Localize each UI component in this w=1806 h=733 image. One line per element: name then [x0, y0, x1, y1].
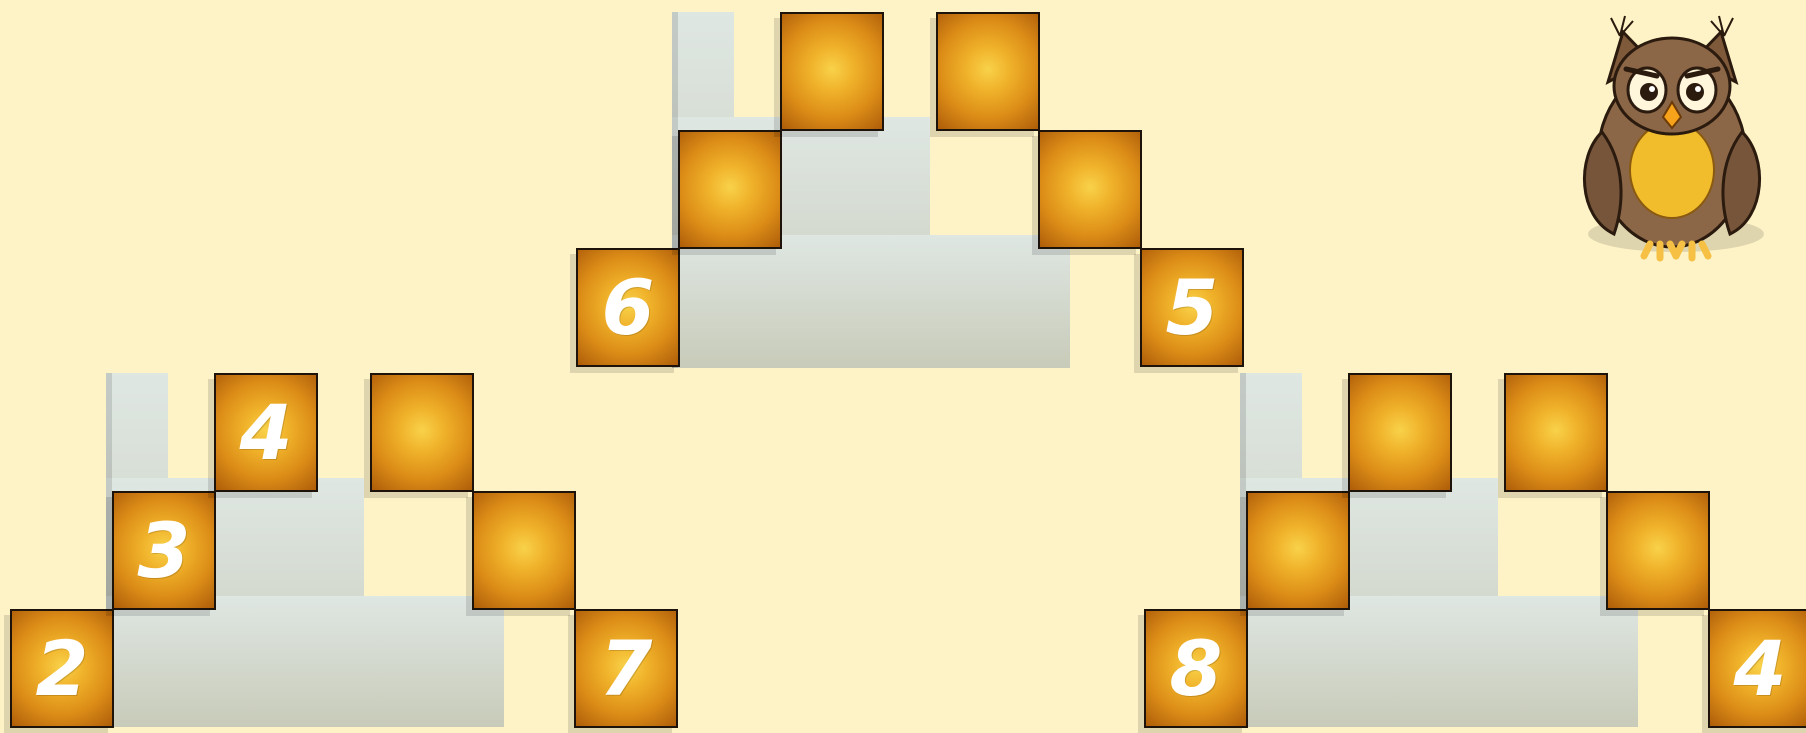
step-number: 8 — [1170, 631, 1223, 707]
right-right-step-1[interactable]: 4 — [1708, 609, 1806, 728]
staircase-top: 6 5 — [576, 12, 1246, 372]
top-right-step-2[interactable] — [1038, 130, 1142, 249]
top-left-step-2[interactable] — [678, 130, 782, 249]
right-right-step-2[interactable] — [1606, 491, 1710, 610]
owl-icon — [1568, 12, 1778, 267]
step-number: 3 — [138, 513, 191, 589]
step-number: 5 — [1166, 270, 1219, 346]
top-left-step-1[interactable]: 6 — [576, 248, 680, 367]
right-left-step-1[interactable]: 8 — [1144, 609, 1248, 728]
step-number: 4 — [1734, 631, 1787, 707]
left-left-step-3[interactable]: 4 — [214, 373, 318, 492]
left-right-step-3[interactable] — [370, 373, 474, 492]
staircase-right: 8 4 — [1144, 373, 1806, 733]
staircase-left: 2 3 4 7 — [10, 373, 680, 733]
top-right-step-3[interactable] — [936, 12, 1040, 131]
right-left-step-2[interactable] — [1246, 491, 1350, 610]
right-right-step-3[interactable] — [1504, 373, 1608, 492]
left-left-step-2[interactable]: 3 — [112, 491, 216, 610]
staircase-base — [106, 596, 504, 727]
left-left-step-1[interactable]: 2 — [10, 609, 114, 728]
left-right-step-1[interactable]: 7 — [574, 609, 678, 728]
left-right-step-2[interactable] — [472, 491, 576, 610]
staircase-base — [1240, 596, 1638, 727]
top-left-step-3[interactable] — [780, 12, 884, 131]
step-number: 4 — [240, 395, 293, 471]
step-number: 2 — [36, 631, 89, 707]
step-number: 6 — [602, 270, 655, 346]
staircase-base — [672, 235, 1070, 368]
top-right-step-1[interactable]: 5 — [1140, 248, 1244, 367]
right-left-step-3[interactable] — [1348, 373, 1452, 492]
step-number: 7 — [600, 631, 653, 707]
